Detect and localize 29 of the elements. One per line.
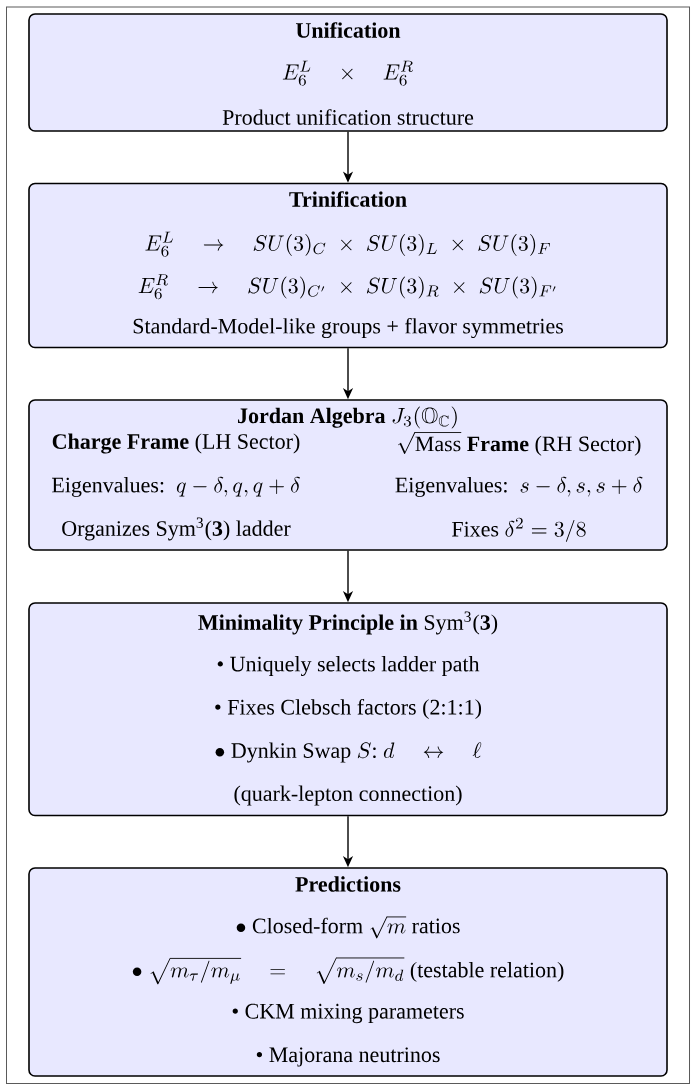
body-text: (quark-lepton connection) — [234, 785, 462, 806]
bullet-item: $\bullet\ \sqrt{m_\tau/m_\mu} \quad=\quad \sqrt{m_s/m_d}\ \text{(testable relation)}$ — [132, 957, 564, 985]
body-text: Standard-Model-like groups + flavor symmetries — [133, 317, 563, 339]
stage-box — [28, 13, 668, 132]
body-text: $\text{Fixes}\ \delta^2 = 3/8$ — [452, 517, 586, 542]
stage-box — [28, 182, 668, 349]
stage-box — [28, 867, 668, 1077]
bullet-item: $\bullet\ \text{Closed-form}\ \sqrt{m}\ \text{ratios}$ — [236, 916, 460, 939]
column-heading: $\sqrt{\text{Mass}}\ \textbf{Frame}\ \text{(RH Sector)}$ — [398, 432, 641, 456]
box-heading: Unification — [296, 22, 401, 38]
body-text: $\text{Eigenvalues:}\ \ q-\delta, q, q+\delta$ — [52, 476, 300, 497]
formula: $E_6^L \quad\to\quad SU(3)_C \;\times\; SU(3)_L \;\times\; SU(3)_F$ — [145, 231, 550, 257]
body-text: $\text{Eigenvalues:}\ \ s-\delta, s, s+\delta$ — [395, 476, 643, 497]
body-text: Product unification structure — [222, 109, 474, 125]
box-heading: Predictions — [295, 876, 401, 892]
bullet-item: • CKM mixing parameters — [232, 1003, 464, 1024]
bullet-item: $\bullet\ \text{Dynkin Swap}\ S\text{:}\ d \quad\leftrightarrow\quad \ell$ — [215, 742, 482, 763]
stage-box — [28, 399, 668, 551]
formula: $E_6^R \quad\to\quad SU(3)_{C'} \;\times\; SU(3)_R \;\times\; SU(3)_{F'}$ — [138, 274, 556, 300]
body-text: Organizes Sym$^{3}$(3) ladder — [62, 517, 291, 541]
bullet-item: • Fixes Clebsch factors (2:1:1) — [215, 698, 482, 720]
stage-box — [28, 602, 668, 817]
bullet-item: • Uniquely selects ladder path — [217, 656, 480, 676]
bullet-item: • Majorana neutrinos — [256, 1047, 440, 1067]
box-heading: Minimality Principle in Sym$^{3}$(3) — [198, 611, 498, 635]
box-heading: $\textbf{Jordan Algebra}\ J_3(\mathbb{O}_{\mathbb{C}})$ — [238, 406, 457, 429]
column-heading: Charge Frame (LH Sector) — [52, 433, 300, 454]
box-heading: Trinification — [289, 191, 407, 207]
formula: $E_6^L \quad\times\quad E_6^R$ — [282, 60, 413, 86]
